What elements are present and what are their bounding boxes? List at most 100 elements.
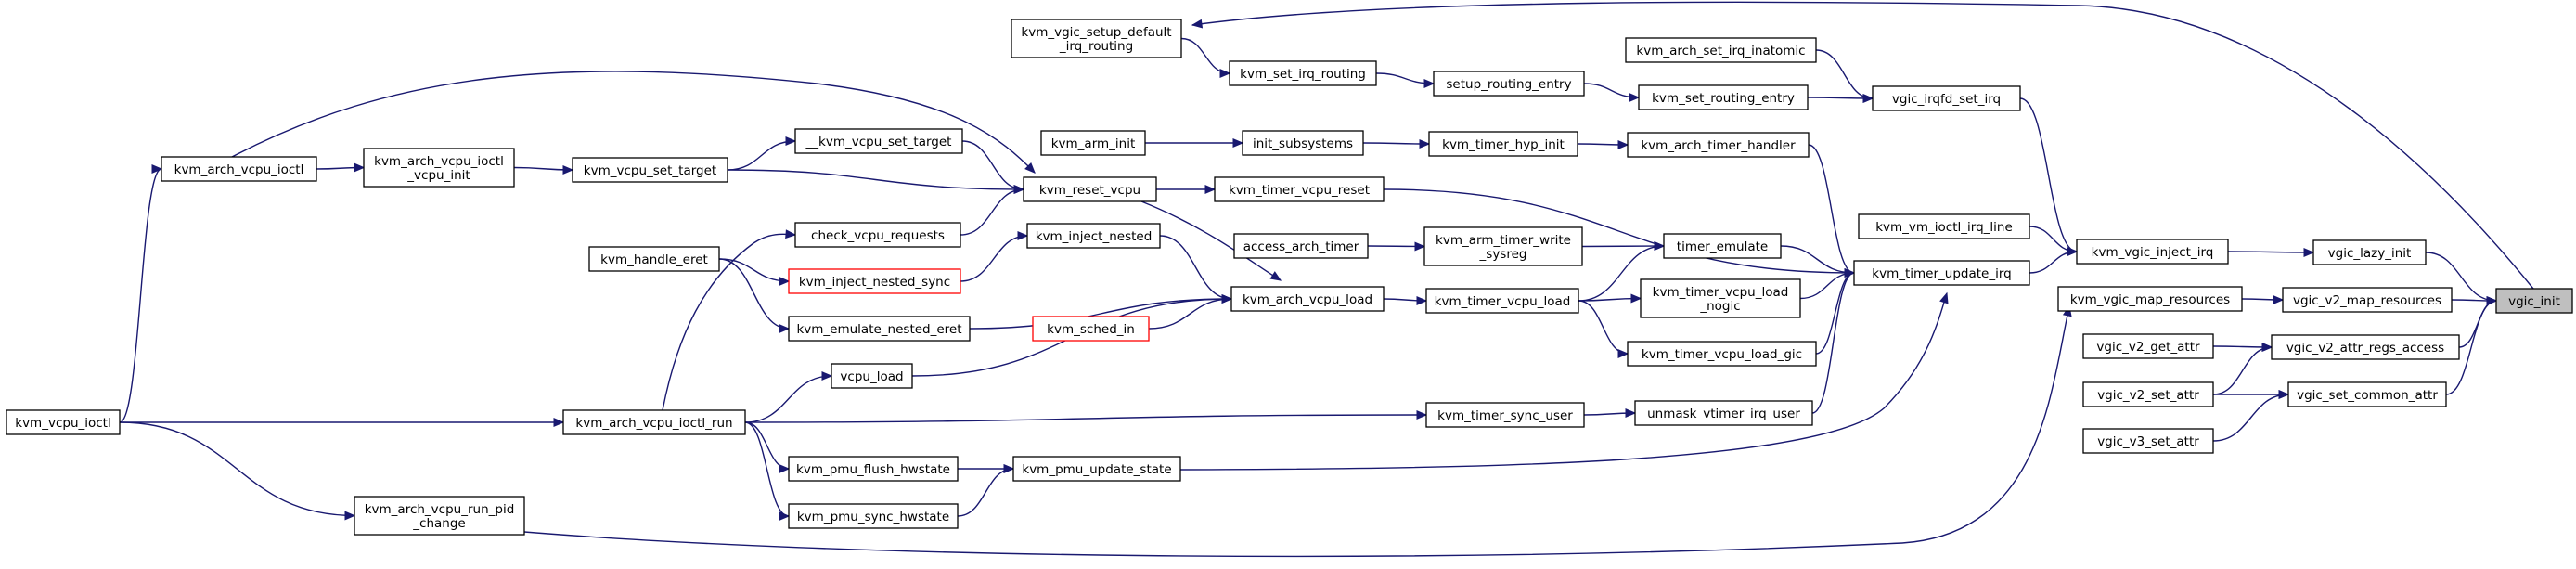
node-label: kvm_vgic_map_resources [2070, 292, 2230, 307]
node-box [1433, 71, 1585, 97]
node-kvm-arm-timer-write-sysreg[interactable]: kvm_arm_timer_write_sysreg [1423, 226, 1583, 266]
edge-arrowhead [2273, 295, 2285, 304]
edge-kvm_arch_vcpu_ioctl-to-kvm_arch_vcpu_ioctl_vcpu_init [316, 162, 366, 173]
node-kvm-vcpu-set-target[interactable]: kvm_vcpu_set_target [572, 157, 728, 183]
node-kvm-pmu-sync-hwstate[interactable]: kvm_pmu_sync_hwstate [788, 503, 959, 529]
node-box [1853, 260, 2030, 286]
node-kvm-arch-set-irq-inatomic[interactable]: kvm_arch_set_irq_inatomic [1625, 37, 1817, 63]
edge-arrowhead [1269, 271, 1282, 281]
node-kvm-arch-vcpu-ioctl-run[interactable]: kvm_arch_vcpu_ioctl_run [562, 409, 746, 435]
edge-line [1578, 300, 1629, 355]
node-kvm-timer-vcpu-load-gic[interactable]: kvm_timer_vcpu_load_gic [1627, 341, 1817, 367]
edge-kvm_vcpu_set_target-to-kvm_reset_vcpu [727, 169, 1025, 194]
node-kvm-handle-eret[interactable]: kvm_handle_eret [588, 246, 720, 272]
node-vgic-v2-map-resources[interactable]: vgic_v2_map_resources [2282, 287, 2453, 313]
node-kvm-timer-vcpu-load[interactable]: kvm_timer_vcpu_load [1425, 288, 1579, 314]
node-vgic-v2-set-attr[interactable]: vgic_v2_set_attr [2082, 381, 2214, 407]
node-box [788, 503, 959, 529]
edge-arrowhead [1654, 241, 1666, 251]
node-kvm-arch-vcpu-run-pid-change[interactable]: kvm_arch_vcpu_run_pid_change [354, 496, 525, 536]
edge-line [1578, 245, 1665, 302]
node-kvm-arch-timer-handler[interactable]: kvm_arch_timer_handler [1627, 132, 1810, 158]
node-kvm-inject-nested-sync[interactable]: kvm_inject_nested_sync [788, 268, 961, 294]
node-kvm-vgic-setup-default-irq-routing[interactable]: kvm_vgic_setup_default_irq_routing [1011, 19, 1182, 58]
node-vgic-v2-get-attr[interactable]: vgic_v2_get_attr [2082, 333, 2214, 359]
node-kvm-set-routing-entry[interactable]: kvm_set_routing_entry [1638, 84, 1809, 110]
node-kvm-vgic-inject-irq[interactable]: kvm_vgic_inject_irq [2076, 239, 2229, 265]
edge-arrowhead [1221, 294, 1233, 304]
node-kvm-timer-sync-user[interactable]: kvm_timer_sync_user [1425, 402, 1585, 428]
node-kvm-vgic-map-resources[interactable]: kvm_vgic_map_resources [2057, 286, 2243, 312]
node-vgic-v3-set-attr[interactable]: vgic_v3_set_attr [2082, 428, 2214, 454]
edge-kvm_arch_vcpu_ioctl_run-to-kvm_pmu_flush_hwstate [744, 421, 791, 473]
edge-arrowhead [2261, 343, 2273, 352]
node-kvm-reset-vcpu[interactable]: kvm_reset_vcpu [1023, 176, 1157, 202]
edge-line [1780, 245, 1855, 274]
edge-line [744, 421, 790, 470]
node-setup-routing-entry[interactable]: setup_routing_entry [1433, 71, 1585, 97]
node-box [1625, 37, 1817, 63]
node-kvm-sched-in[interactable]: kvm_sched_in [1032, 316, 1150, 342]
edge-init_subsystems-to-kvm_timer_hyp_init [1362, 139, 1431, 149]
node-kvm-arm-init[interactable]: kvm_arm_init [1040, 130, 1146, 156]
edge-vgic_v2_attr_regs_access-to-vgic_init [2458, 296, 2498, 348]
node-check-vcpu-requests[interactable]: check_vcpu_requests [794, 222, 961, 248]
edge-arrowhead [1617, 349, 1629, 358]
edge-line [1581, 245, 1665, 248]
node-box [2495, 288, 2573, 314]
edge-kvm_vgic_setup_default_irq_routing-to-vgic_init [1191, 1, 2534, 290]
node-box [1023, 176, 1157, 202]
node-label: vgic_set_common_attr [2297, 388, 2438, 403]
node-box [2271, 334, 2460, 360]
node-vgic-irqfd-set-irq[interactable]: vgic_irqfd_set_irq [1872, 85, 2021, 111]
node-kvm-timer-vcpu-reset[interactable]: kvm_timer_vcpu_reset [1214, 176, 1385, 202]
node-unmask-vtimer-irq-user[interactable]: unmask_vtimer_irq_user [1634, 400, 1813, 426]
node-box [1627, 341, 1817, 367]
edge-kvm_inject_nested-to-kvm_arch_vcpu_load [1159, 235, 1233, 304]
node-kvm-timer-hyp-init[interactable]: kvm_timer_hyp_init [1428, 131, 1578, 157]
edge-kvm_arch_timer_handler-to-kvm_timer_update_irq [1808, 144, 1856, 278]
node-box [1012, 456, 1181, 482]
node-kvm-pmu-update-state[interactable]: kvm_pmu_update_state [1012, 456, 1181, 482]
edge-arrowhead [2486, 296, 2498, 305]
edge-arrowhead [344, 511, 356, 521]
node-kvm-vcpu-ioctl[interactable]: kvm_vcpu_ioctl [6, 409, 121, 435]
node-timer-emulate[interactable]: timer_emulate [1663, 233, 1782, 259]
node-vgic-v2-attr-regs-access[interactable]: vgic_v2_attr_regs_access [2271, 334, 2460, 360]
node-label: kvm_arch_timer_handler [1641, 138, 1796, 153]
node-label: kvm_vcpu_ioctl [15, 416, 110, 431]
edge-arrowhead [1204, 185, 1217, 194]
node-kvm-inject-nested[interactable]: kvm_inject_nested [1026, 223, 1161, 249]
edge-kvm_arch_vcpu_ioctl_vcpu_init-to-kvm_vcpu_set_target [513, 165, 574, 175]
node-label: access_arch_timer [1243, 239, 1359, 254]
node-vcpu-load[interactable]: vcpu_load [831, 363, 913, 389]
edge-line [1811, 272, 1855, 414]
edge-kvm_vgic_setup_default_irq_routing-to-kvm_set_irq_routing [1180, 37, 1231, 78]
edge-kvm_timer_update_irq-to-kvm_vgic_inject_irq [2029, 247, 2079, 274]
node-kvm-arch-vcpu-ioctl-vcpu-init[interactable]: kvm_arch_vcpu_ioctl_vcpu_init [363, 148, 515, 188]
node-kvm-timer-vcpu-load-nogic[interactable]: kvm_timer_vcpu_load_nogic [1640, 278, 1801, 318]
node-label: kvm_vgic_inject_irq [2092, 245, 2214, 260]
node-kvm-arch-vcpu-load[interactable]: kvm_arch_vcpu_load [1230, 286, 1385, 312]
node-vgic-set-common-attr[interactable]: vgic_set_common_attr [2287, 381, 2447, 407]
node-vgic-lazy-init[interactable]: vgic_lazy_init [2312, 239, 2427, 265]
edge-arrowhead [2278, 390, 2290, 399]
node-access-arch-timer[interactable]: access_arch_timer [1233, 233, 1369, 259]
node---kvm-vcpu-set-target[interactable]: __kvm_vcpu_set_target [794, 128, 963, 154]
edge-kvm_inject_nested_sync-to-kvm_inject_nested [960, 231, 1029, 282]
node-label: kvm_arch_vcpu_ioctl_run [575, 416, 732, 431]
node-box [831, 363, 913, 389]
node-kvm-pmu-flush-hwstate[interactable]: kvm_pmu_flush_hwstate [788, 456, 959, 482]
edge-kvm_timer_vcpu_load-to-kvm_timer_vcpu_load_gic [1578, 300, 1629, 358]
node-kvm-arch-vcpu-ioctl[interactable]: kvm_arch_vcpu_ioctl [161, 156, 317, 182]
node-kvm-set-irq-routing[interactable]: kvm_set_irq_routing [1229, 60, 1377, 86]
node-label: kvm_arch_vcpu_ioctl [374, 154, 504, 169]
edge-arrowhead [779, 324, 791, 333]
node-vgic-init[interactable]: vgic_init [2495, 288, 2573, 314]
node-kvm-vm-ioctl-irq-line[interactable]: kvm_vm_ioctl_irq_line [1858, 213, 2030, 239]
edge-vgic_set_common_attr-to-vgic_init [2445, 296, 2498, 395]
node-kvm-emulate-nested-eret[interactable]: kvm_emulate_nested_eret [788, 316, 971, 342]
node-kvm-timer-update-irq[interactable]: kvm_timer_update_irq [1853, 260, 2030, 286]
node-init-subsystems[interactable]: init_subsystems [1242, 130, 1364, 156]
edge-kvm_arch_vcpu_ioctl_run-to-kvm_pmu_sync_hwstate [744, 421, 791, 521]
